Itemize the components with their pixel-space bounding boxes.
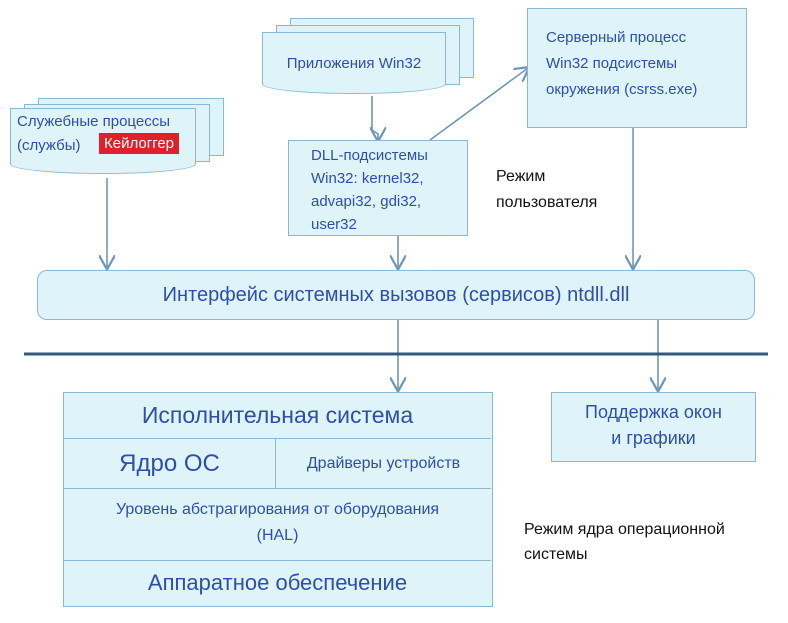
keylogger-badge: Кейлоггер [99,133,180,154]
graphics-box: Поддержка окон и графики [551,392,756,462]
dll-line2: Win32: kernel32, [311,170,424,187]
user-mode-line1: Режим [496,168,546,185]
ntdll-label: Интерфейс системных вызовов (сервисов) n… [162,283,630,306]
kernel-cell: Ядро ОС [64,439,276,489]
hal-row: Уровень абстрагирования от оборудования … [64,489,491,561]
hal-line1: Уровень абстрагирования от оборудования [115,501,440,518]
drivers-label: Драйверы устройств [306,454,461,472]
apps-box: Приложения Win32 [262,32,446,94]
csrss-line2: Win32 подсистемы [546,55,678,72]
user-mode-line2: пользователя [496,194,598,211]
services-box: Служебные процессы (службы) Кейлоггер [10,108,196,174]
hardware-label: Аппаратное обеспечение [147,570,408,595]
apps-label: Приложения Win32 [286,54,422,72]
graphics-line2: и графики [611,428,696,448]
kernel-label: Ядро ОС [119,449,220,477]
csrss-line3: окружения (csrss.exe) [546,81,698,98]
services-line2: (службы) [17,137,81,154]
dll-line3: advapi32, gdi32, [311,193,422,210]
dll-box: DLL-подсистемы Win32: kernel32, advapi32… [288,140,468,236]
drivers-cell: Драйверы устройств [276,439,491,489]
executive-label: Исполнительная система [141,402,414,428]
kernel-stack: Исполнительная система Ядро ОС Драйверы … [63,392,493,607]
kernel-mode-line2: системы [524,546,588,563]
csrss-line1: Серверный процесс [546,29,687,46]
hardware-row: Аппаратное обеспечение [64,561,491,605]
dll-line1: DLL-подсистемы [311,147,428,164]
arrow-dll-to-csrss [429,68,528,141]
kernel-mode-line1: Режим ядра операционной [524,521,725,538]
services-line1: Служебные процессы [17,113,170,130]
hal-line2: (HAL) [256,527,299,544]
arrow-apps-to-dll [372,96,378,140]
csrss-box: Серверный процесс Win32 подсистемы окруж… [527,8,747,128]
graphics-line1: Поддержка окон [585,402,722,422]
executive-row: Исполнительная система [64,393,491,439]
ntdll-box: Интерфейс системных вызовов (сервисов) n… [37,270,755,320]
dll-line4: user32 [311,216,357,233]
